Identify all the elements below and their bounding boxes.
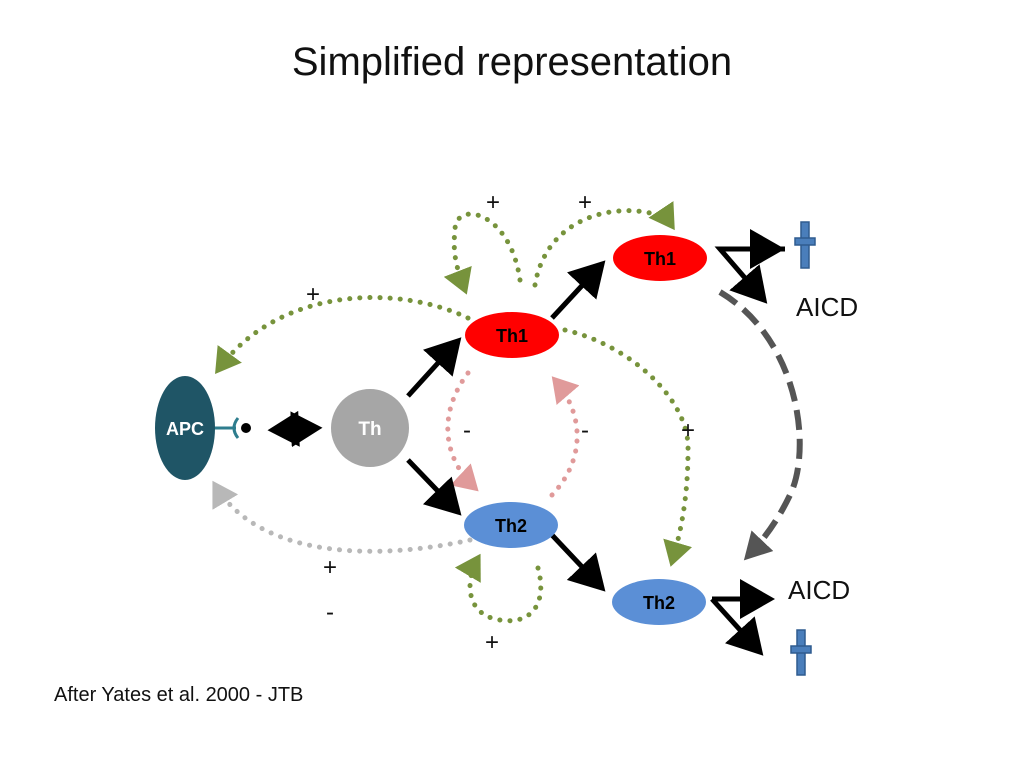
- th1-right-output-arrows: [714, 246, 785, 304]
- th2-right-node: [612, 579, 706, 625]
- sign-plus-bottom-apc: +: [323, 554, 337, 581]
- aicd-label-bottom: AICD: [788, 575, 850, 605]
- th1-right-node: [613, 235, 707, 281]
- sign-minus-bottom-apc: -: [326, 599, 334, 626]
- sign-minus-left: -: [463, 417, 471, 444]
- th2-inhibits-th1-arrow: [549, 376, 580, 498]
- apc-node: [155, 376, 215, 480]
- citation: After Yates et al. 2000 - JTB: [54, 684, 304, 706]
- sign-plus-top-right: +: [578, 189, 592, 216]
- th2-right-label: Th2: [643, 593, 675, 613]
- aicd-label-top: AICD: [796, 292, 858, 322]
- th-node: [331, 389, 409, 467]
- apc-receptor-cup: [232, 417, 240, 439]
- th2-mid-label: Th2: [495, 516, 527, 536]
- th1-to-th2-aicd-dashed-arrow: [718, 289, 803, 561]
- sign-minus-right: -: [581, 417, 589, 444]
- apc-th-double-arrow: [267, 410, 323, 448]
- slide-title: Simplified representation: [291, 40, 733, 84]
- th2-mid-node: [464, 502, 558, 548]
- sign-plus-top-left: +: [486, 189, 500, 216]
- th1-to-th2-right-feedback-arrow: [562, 327, 693, 567]
- th1-mid-label: Th1: [496, 326, 528, 346]
- th2-self-loop-arrow: [454, 553, 544, 624]
- th-to-th1-arrow: [406, 337, 462, 398]
- th1-inhibits-th2-arrow: [445, 370, 479, 492]
- death-cross-icon-bottom: [790, 629, 812, 676]
- sign-plus-cross: +: [681, 417, 695, 444]
- th1-right-label: Th1: [644, 249, 676, 269]
- apc-label: APC: [166, 419, 204, 439]
- th-ligand-dot: [241, 423, 251, 433]
- th1-to-th1-right-feedback-arrow: [532, 201, 675, 288]
- th1-self-loop-arrow: [443, 211, 523, 295]
- th-label: Th: [358, 419, 381, 440]
- th1-mid-node: [465, 312, 559, 358]
- th-to-th2-arrow: [406, 458, 462, 516]
- sign-plus-apc-feedback: +: [306, 281, 320, 308]
- death-cross-icon-top: [794, 221, 816, 269]
- th1-to-th1-right-arrow: [550, 260, 606, 320]
- th2-right-death-arrow: [710, 597, 764, 656]
- sign-plus-bottom-loop: +: [485, 629, 499, 656]
- th1-to-apc-feedback-arrow: [215, 295, 471, 375]
- th2-to-apc-feedback-arrow: [212, 480, 473, 554]
- th2-to-th2-right-arrow: [550, 533, 606, 592]
